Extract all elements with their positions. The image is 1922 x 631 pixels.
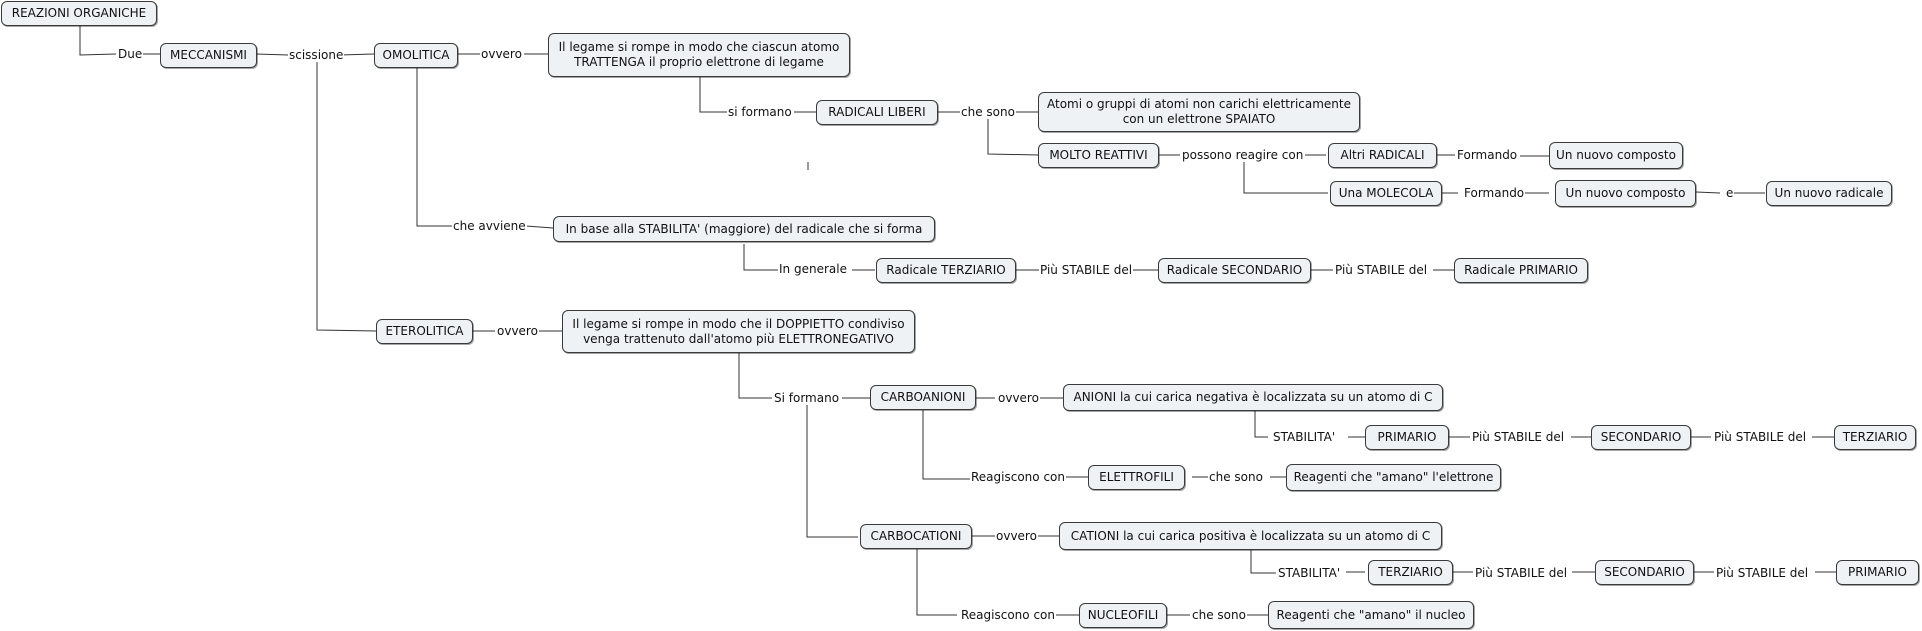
link-phrase: che avviene [452, 219, 527, 233]
link-phrase: si formano [727, 105, 793, 119]
link-phrase: che sono [1191, 608, 1247, 622]
concept-elettrofili-definition[interactable]: Reagenti che "amano" l'elettrone [1286, 464, 1501, 491]
concept-radicale-secondario[interactable]: Radicale SECONDARIO [1158, 258, 1311, 283]
link-phrase: ovvero [997, 391, 1040, 405]
link-phrase: Più STABILE del [1471, 430, 1566, 444]
concept-omolitica[interactable]: OMOLITICA [374, 43, 458, 68]
link-line [806, 400, 858, 538]
concept-anioni-definition[interactable]: ANIONI la cui carica negativa è localizz… [1063, 384, 1443, 411]
concept-omolitica-definition[interactable]: Il legame si rompe in modo che ciascun a… [548, 33, 850, 77]
link-phrase: che sono [1208, 470, 1264, 484]
concept-nuovo-composto-2[interactable]: Un nuovo composto [1555, 180, 1696, 207]
concept-radicali-definition[interactable]: Atomi o gruppi di atomi non carichi elet… [1038, 92, 1360, 132]
concept-radicali-liberi[interactable]: RADICALI LIBERI [816, 100, 938, 125]
link-phrase: Più STABILE del [1474, 566, 1569, 580]
link-line [922, 409, 970, 480]
concept-stabilita-radicale[interactable]: In base alla STABILITA' (maggiore) del r… [553, 216, 935, 242]
link-line [1695, 191, 1721, 194]
link-phrase: Più STABILE del [1715, 566, 1810, 580]
concept-molto-reattivi[interactable]: MOLTO REATTIVI [1038, 143, 1159, 168]
concept-nuovo-composto-1[interactable]: Un nuovo composto [1549, 142, 1683, 169]
link-phrase: possono reagire con [1181, 148, 1305, 162]
link-line [699, 77, 727, 113]
link-phrase: STABILITA' [1272, 430, 1337, 444]
link-line [339, 53, 375, 56]
concept-cationi-primario[interactable]: PRIMARIO [1836, 560, 1919, 585]
link-line [416, 65, 452, 227]
link-line [916, 548, 957, 616]
concept-reazioni-organiche[interactable]: REAZIONI ORGANICHE [1, 1, 157, 26]
concept-carboanioni[interactable]: CARBOANIONI [870, 385, 976, 410]
link-phrase: e [1725, 186, 1735, 200]
concept-altri-radicali[interactable]: Altri RADICALI [1328, 143, 1437, 168]
link-phrase: che sono [960, 105, 1016, 119]
link-line [1243, 155, 1328, 194]
concept-anioni-secondario[interactable]: SECONDARIO [1591, 425, 1691, 450]
concept-anioni-terziario[interactable]: TERZIARIO [1834, 425, 1916, 450]
link-line [743, 244, 778, 271]
link-phrase: Due [117, 47, 144, 61]
concept-meccanismi[interactable]: MECCANISMI [160, 43, 257, 68]
link-phrase: Più STABILE del [1039, 263, 1134, 277]
link-phrase: Reagiscono con [960, 608, 1056, 622]
concept-una-molecola[interactable]: Una MOLECOLA [1330, 181, 1442, 206]
concept-cationi-secondario[interactable]: SECONDARIO [1595, 560, 1694, 585]
concept-carbocationi[interactable]: CARBOCATIONI [860, 524, 972, 549]
link-line [738, 352, 772, 399]
link-phrase: Più STABILE del [1334, 263, 1429, 277]
concept-radicale-primario[interactable]: Radicale PRIMARIO [1454, 258, 1588, 283]
link-phrase: STABILITA' [1277, 566, 1342, 580]
link-phrase: Formando [1463, 186, 1526, 200]
link-phrase: scissione [288, 48, 345, 62]
concept-cationi-terziario[interactable]: TERZIARIO [1368, 560, 1453, 585]
link-phrase: Più STABILE del [1713, 430, 1808, 444]
link-line [79, 22, 117, 56]
concept-eterolitica[interactable]: ETEROLITICA [376, 319, 473, 344]
concept-nucleofili[interactable]: NUCLEOFILI [1079, 603, 1167, 628]
concept-cationi-definition[interactable]: CATIONI la cui carica positiva è localiz… [1059, 522, 1442, 550]
link-phrase: ovvero [995, 529, 1038, 543]
link-line [1254, 411, 1268, 438]
link-phrase: Formando [1456, 148, 1519, 162]
link-phrase: Si formano [773, 391, 841, 405]
link-phrase: ovvero [480, 47, 523, 61]
link-line [255, 53, 289, 56]
concept-nuovo-radicale[interactable]: Un nuovo radicale [1766, 181, 1892, 206]
link-line [1250, 548, 1276, 574]
link-phrase: ovvero [496, 324, 539, 338]
concept-anioni-primario[interactable]: PRIMARIO [1365, 425, 1449, 450]
concept-nucleofili-definition[interactable]: Reagenti che "amano" il nucleo [1268, 601, 1474, 629]
link-line [525, 225, 554, 229]
link-phrase: In generale [778, 262, 848, 276]
concept-eterolitica-definition[interactable]: Il legame si rompe in modo che il DOPPIE… [562, 310, 915, 353]
concept-elettrofili[interactable]: ELETTROFILI [1088, 465, 1185, 490]
concept-radicale-terziario[interactable]: Radicale TERZIARIO [876, 258, 1016, 283]
link-line [987, 112, 1039, 156]
link-line [316, 60, 378, 332]
link-phrase: Reagiscono con [970, 470, 1066, 484]
